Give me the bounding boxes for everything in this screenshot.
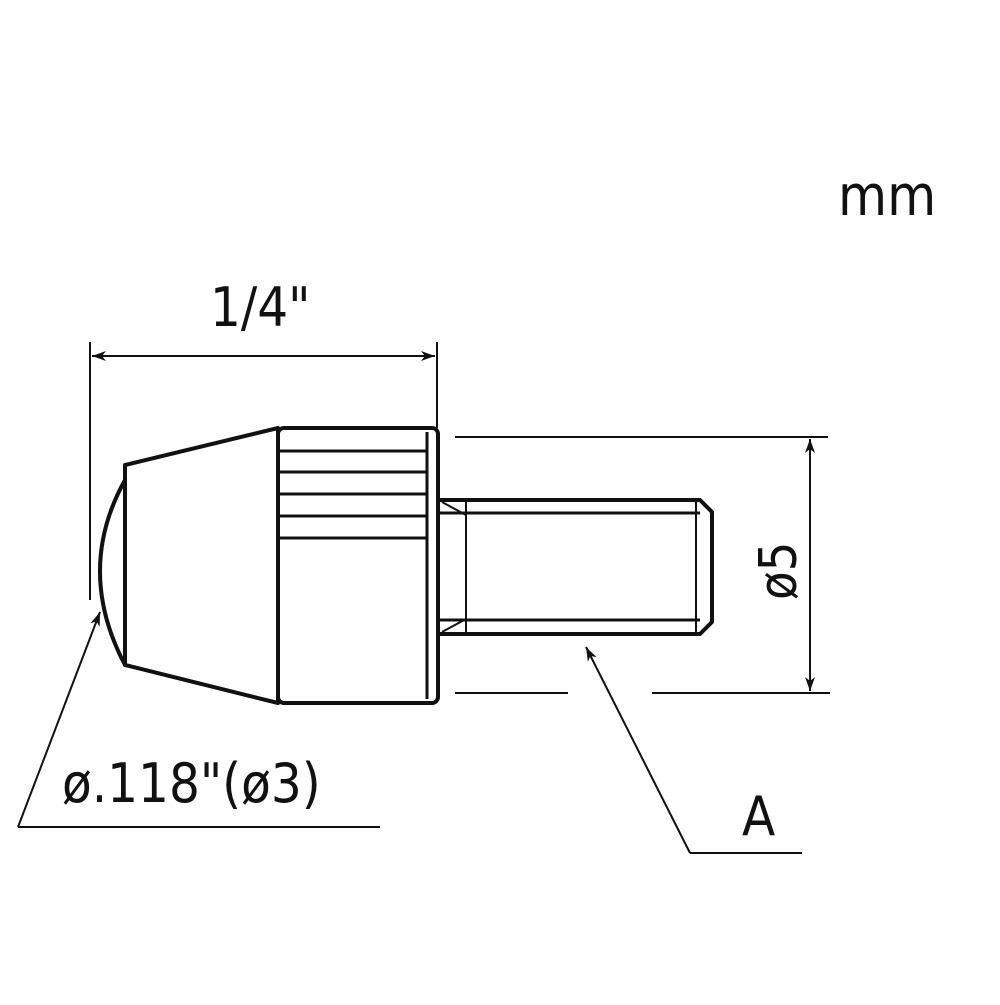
collar (276, 426, 440, 705)
diameter-dimension (455, 436, 830, 694)
ball-tip (98, 479, 127, 666)
length-dimension-label: 1/4" (210, 276, 311, 339)
unit-label: mm (838, 164, 936, 229)
thread-leader (585, 646, 802, 854)
ball-diameter-label: ø.118"(ø3) (62, 752, 321, 815)
cone (123, 426, 280, 705)
length-dimension (89, 342, 438, 600)
diameter-dimension-label: ø5 (749, 542, 809, 600)
threaded-shaft (440, 498, 714, 636)
ball-leader (17, 611, 380, 828)
thread-callout-label: A (742, 785, 775, 848)
contact-point-body (98, 426, 714, 705)
